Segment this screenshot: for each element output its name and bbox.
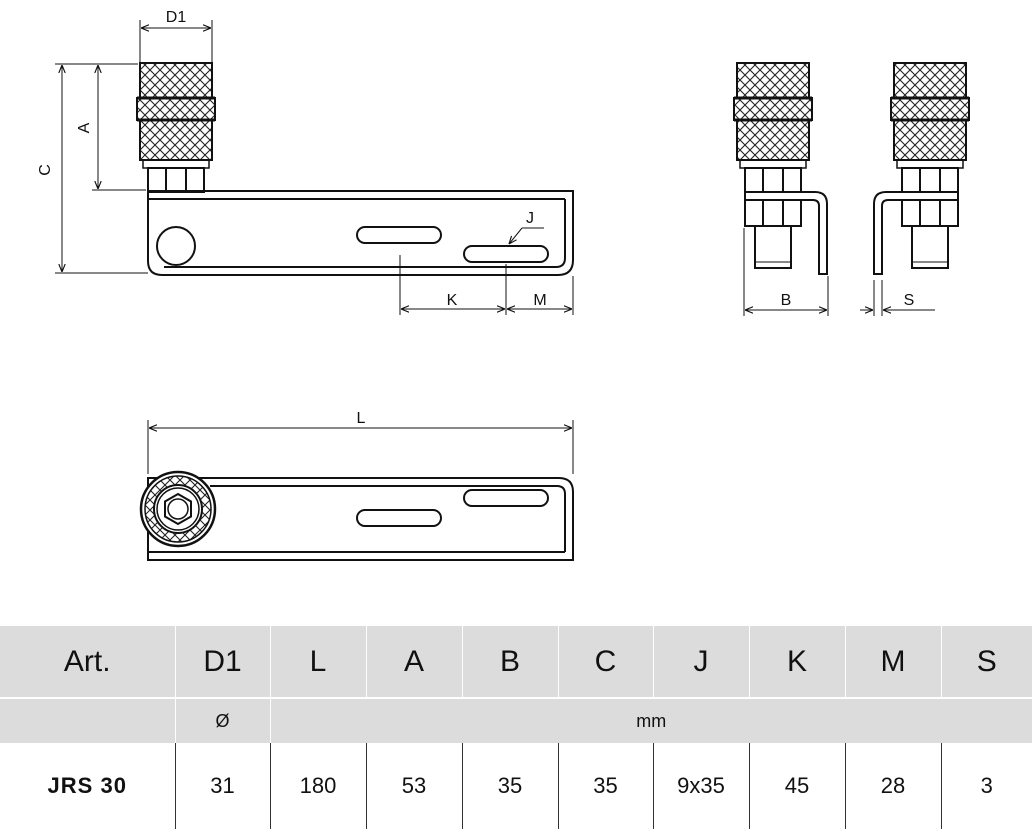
header-j: J xyxy=(652,626,749,699)
top-view xyxy=(139,420,574,561)
label-k: K xyxy=(447,292,458,309)
header-a: A xyxy=(365,626,462,699)
technical-drawing: D1 C A K M J B xyxy=(37,9,970,561)
unit-row: Ø mm xyxy=(0,698,1032,743)
label-b: B xyxy=(781,292,792,309)
label-c: C xyxy=(37,164,54,176)
dim-k-m xyxy=(399,255,574,315)
cell-a: 53 xyxy=(365,743,462,829)
unit-mm: mm xyxy=(269,698,1032,743)
dim-d1 xyxy=(139,20,213,62)
header-k: K xyxy=(748,626,845,699)
cell-b: 35 xyxy=(461,743,558,829)
dim-a xyxy=(92,65,146,191)
bracket-body xyxy=(147,190,574,276)
knurled-knob xyxy=(136,62,216,169)
leader-j xyxy=(509,227,544,244)
side-view-right xyxy=(860,62,970,316)
cell-c: 35 xyxy=(557,743,653,829)
cell-l: 180 xyxy=(269,743,366,829)
front-view xyxy=(55,20,574,315)
header-l: L xyxy=(269,626,366,699)
knob-top-view xyxy=(139,470,217,548)
header-row: Art. D1 L A B C J K M S xyxy=(0,626,1032,699)
hex-nut xyxy=(147,167,205,193)
cell-art: JRS 30 xyxy=(0,743,175,829)
label-j: J xyxy=(526,210,534,227)
cell-j: 9x35 xyxy=(652,743,749,829)
header-art: Art. xyxy=(0,626,175,699)
label-l: L xyxy=(357,410,366,427)
spec-table: Art. D1 L A B C J K M S Ø mm JRS 30 31 1… xyxy=(0,626,1032,829)
side-view-left xyxy=(733,62,829,316)
unit-empty xyxy=(0,698,175,743)
header-b: B xyxy=(461,626,558,699)
header-d1: D1 xyxy=(174,626,270,699)
cell-m: 28 xyxy=(844,743,941,829)
header-m: M xyxy=(844,626,941,699)
header-s: S xyxy=(940,626,1032,699)
label-a: A xyxy=(76,122,93,133)
label-m: M xyxy=(533,292,546,309)
cell-d1: 31 xyxy=(174,743,270,829)
dim-c xyxy=(55,63,148,274)
label-s: S xyxy=(904,292,915,309)
cell-k: 45 xyxy=(748,743,845,829)
header-c: C xyxy=(557,626,653,699)
table-row: JRS 30 31 180 53 35 35 9x35 45 28 3 xyxy=(0,743,1032,829)
cell-s: 3 xyxy=(940,743,1032,829)
unit-d1: Ø xyxy=(174,698,270,743)
label-d1: D1 xyxy=(166,9,187,26)
